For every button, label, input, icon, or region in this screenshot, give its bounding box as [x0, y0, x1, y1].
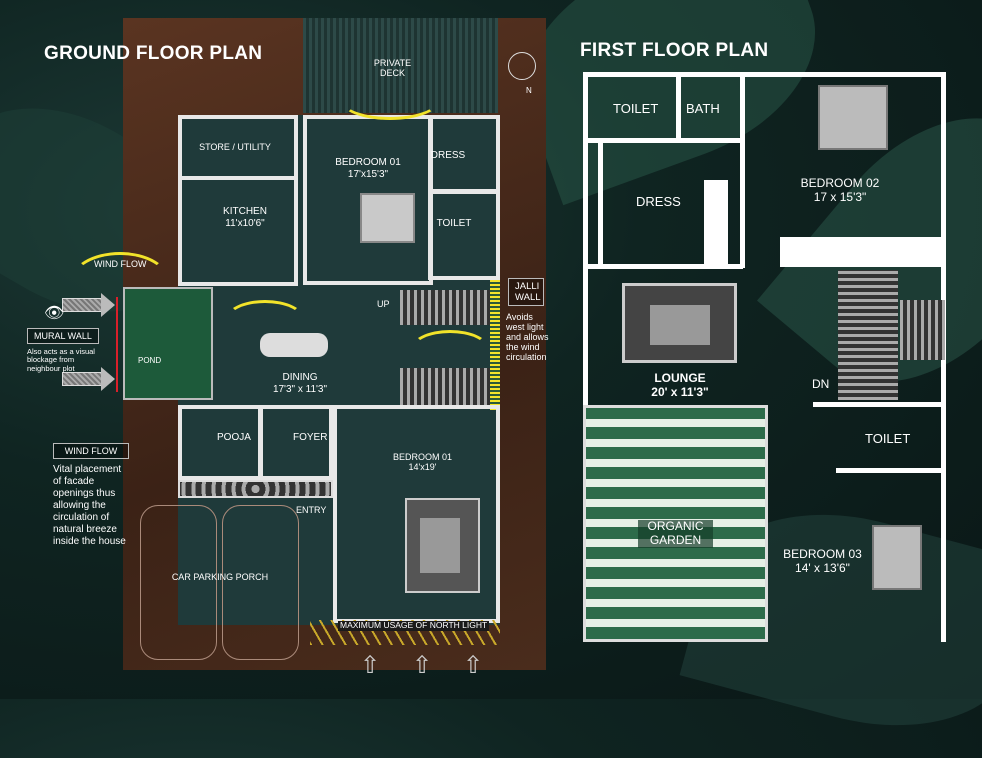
wind-arrow-icon [62, 293, 115, 317]
entry-label: ENTRY [296, 505, 327, 515]
bedroom-name: BEDROOM 01 [392, 452, 452, 462]
wall [598, 142, 603, 264]
car-outline [140, 505, 217, 660]
staircase [900, 300, 945, 360]
ground-floor-title: GROUND FLOOR PLAN [44, 43, 263, 64]
planters-row [178, 480, 333, 498]
toilet-label: TOILET [436, 218, 472, 229]
wind-flow-bottom-label: WIND FLOW [53, 443, 129, 459]
staircase [400, 368, 490, 406]
up-label: UP [377, 299, 390, 309]
mural-wall-label: MURAL WALL [27, 328, 99, 344]
wind-flow-arrow [225, 300, 305, 340]
private-deck [303, 18, 498, 113]
organic-garden-label: ORGANIC GARDEN [638, 519, 713, 548]
up-arrow-icon: ⇧ [412, 652, 433, 679]
wall [704, 180, 728, 264]
bed-icon [420, 518, 460, 573]
wind-flow-arrow [410, 330, 490, 370]
jalli-wall-label: JALLI WALL [508, 278, 544, 306]
foyer-room [258, 405, 333, 480]
dn-label: DN [812, 377, 830, 391]
pond-label: POND [138, 356, 162, 365]
wall [583, 138, 743, 143]
wall [740, 72, 745, 268]
up-arrow-icon: ⇧ [463, 652, 484, 679]
first-floor-title: FIRST FLOOR PLAN [580, 40, 769, 61]
wind-flow-top-label: WIND FLOW [94, 259, 147, 269]
pooja-label: POOJA [217, 432, 251, 443]
wall [780, 237, 946, 267]
dining-size: 17'3" x 11'3" [272, 383, 328, 395]
dress-label: DRESS [636, 194, 681, 209]
bedroom-size: 14' x 13'6" [795, 560, 850, 575]
bedroom-size: 17'x15'3" [347, 168, 389, 180]
wall [676, 72, 681, 140]
kitchen-name: KITCHEN [223, 206, 267, 217]
kitchen-room [178, 176, 298, 286]
eye-icon: 👁 [44, 305, 65, 322]
private-deck-label: PRIVATE DECK [373, 58, 412, 79]
bed-icon [818, 85, 888, 150]
car-parking-label: CAR PARKING PORCH [171, 572, 269, 582]
wind-flow-arrow [340, 80, 440, 120]
toilet-right-label: TOILET [865, 431, 911, 446]
jalli-wall [490, 280, 500, 410]
bedroom-name: BEDROOM 02 [800, 176, 880, 190]
north-label: N [526, 86, 532, 95]
wind-flow-arrow [70, 252, 170, 312]
jalli-wall-note: Avoids west light and allows the wind ci… [506, 312, 549, 362]
coffee-table-icon [650, 305, 710, 345]
kitchen-size: 11'x10'6" [225, 217, 265, 229]
mural-wall-note: Also acts as a visual blockage from neig… [27, 347, 95, 373]
dress-label: DRESS [430, 150, 466, 161]
wind-arrow-icon [62, 367, 115, 391]
dining-name: DINING [282, 372, 318, 383]
foyer-label: FOYER [293, 432, 328, 443]
bed-icon [872, 525, 922, 590]
wall [813, 402, 946, 407]
north-light-label: MAXIMUM USAGE OF NORTH LIGHT [338, 620, 490, 631]
wind-flow-note: Vital placement of facade openings thus … [53, 464, 126, 547]
north-arrow-icon [508, 52, 536, 80]
bath-label: BATH [686, 101, 720, 116]
bedroom-size: 17 x 15'3" [813, 189, 867, 204]
bedroom-size: 14'x19' [408, 462, 437, 473]
mural-wall-line [116, 297, 118, 392]
staircase [400, 290, 490, 325]
staircase [838, 270, 898, 400]
bedroom-name: BEDROOM 03 [783, 547, 862, 561]
wall [583, 264, 743, 269]
up-arrow-icon: ⇧ [360, 652, 381, 679]
lounge-name: LOUNGE [654, 371, 706, 385]
bedroom-name: BEDROOM 01 [335, 157, 401, 168]
toilet-top-label: TOILET [613, 101, 659, 116]
store-utility-label: STORE / UTILITY [199, 142, 271, 152]
wall [836, 468, 946, 473]
toilet-room [428, 190, 500, 280]
lounge-size: 20' x 11'3" [651, 384, 709, 399]
bed-icon [360, 193, 415, 243]
car-outline [222, 505, 299, 660]
